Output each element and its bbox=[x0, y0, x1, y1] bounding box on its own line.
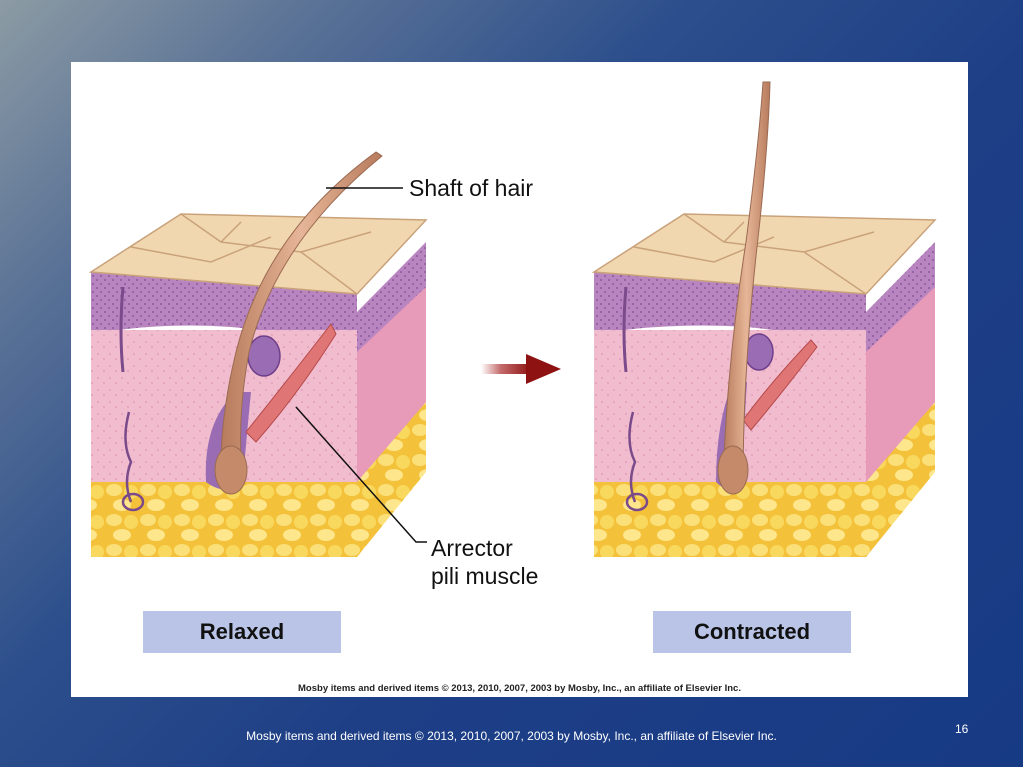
slide-footer-credit: Mosby items and derived items © 2013, 20… bbox=[246, 729, 777, 743]
figure-panel: Shaft of hair Arrector pili muscle Relax… bbox=[71, 62, 968, 697]
shaft-of-hair-label: Shaft of hair bbox=[409, 175, 534, 201]
transition-arrow bbox=[481, 354, 561, 384]
skin-block-contracted bbox=[591, 81, 937, 557]
contracted-state-label: Contracted bbox=[653, 611, 851, 653]
skin-diagram bbox=[88, 81, 937, 557]
skin-block-relaxed bbox=[88, 151, 428, 557]
figure-credit: Mosby items and derived items © 2013, 20… bbox=[298, 683, 741, 694]
arrector-label-line2: pili muscle bbox=[431, 563, 539, 589]
arrector-label-line1: Arrector bbox=[431, 535, 513, 561]
slide-number: 16 bbox=[955, 722, 969, 736]
relaxed-state-label: Relaxed bbox=[143, 611, 341, 653]
arrector-leader-line bbox=[295, 406, 427, 543]
